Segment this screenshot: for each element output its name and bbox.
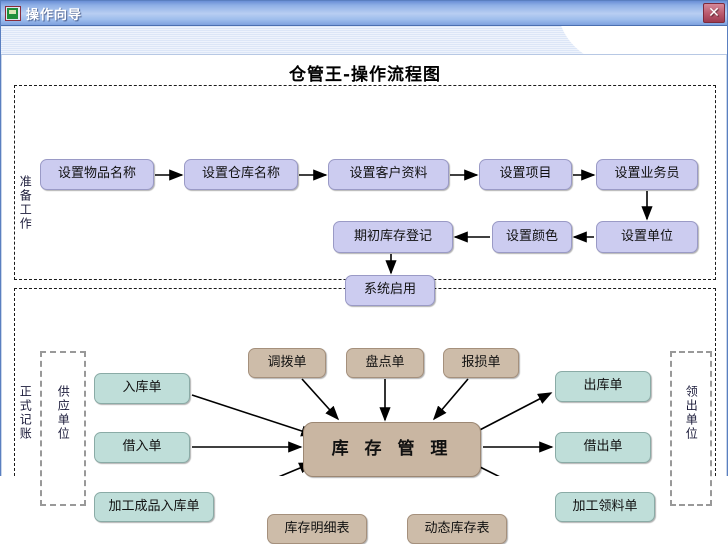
node-lend-out[interactable]: 借出单 [555,432,651,463]
node-unit[interactable]: 设置单位 [596,221,698,253]
node-warehouse-name[interactable]: 设置仓库名称 [184,159,298,190]
toolbar-sheen [557,26,727,54]
toolbar-strip [1,26,727,55]
node-inbound-order[interactable]: 入库单 [94,373,190,404]
flowchart-canvas: 仓管王-操作流程图 准备工作 正式记账 供应单位 领出单位 [2,55,728,544]
node-system-enable[interactable]: 系统启用 [345,275,435,306]
app-window-icon [5,5,21,21]
window-title: 操作向导 [26,7,83,23]
node-damage-order[interactable]: 报损单 [443,348,519,378]
group-label-supplier: 供应单位 [56,385,71,441]
node-borrow-in[interactable]: 借入单 [94,432,190,463]
node-finished-in[interactable]: 加工成品入库单 [94,492,214,522]
node-item-name[interactable]: 设置物品名称 [40,159,154,190]
node-transfer-order[interactable]: 调拨单 [248,348,326,378]
close-icon[interactable]: ✕ [703,3,725,23]
node-dynamic-stock[interactable]: 动态库存表 [407,514,507,544]
node-opening-stock[interactable]: 期初库存登记 [333,221,453,253]
node-customer-data[interactable]: 设置客户资料 [328,159,449,190]
page-title: 仓管王-操作流程图 [288,65,442,85]
node-stock-detail[interactable]: 库存明细表 [267,514,367,544]
node-color[interactable]: 设置颜色 [492,221,572,253]
node-stocktake-order[interactable]: 盘点单 [346,348,424,378]
section-label-preparation: 准备工作 [18,175,33,231]
client-area: 仓管王-操作流程图 准备工作 正式记账 供应单位 领出单位 [1,55,728,544]
window-titlebar: 操作向导 ✕ [1,1,727,26]
node-stock-management[interactable]: 库 存 管 理 [303,422,481,477]
node-outbound-order[interactable]: 出库单 [555,371,651,402]
node-material-issue[interactable]: 加工领料单 [555,492,655,522]
node-project[interactable]: 设置项目 [479,159,572,190]
group-label-issuer: 领出单位 [684,385,699,441]
node-salesperson[interactable]: 设置业务员 [596,159,698,190]
section-label-formal-ledger: 正式记账 [18,385,33,441]
